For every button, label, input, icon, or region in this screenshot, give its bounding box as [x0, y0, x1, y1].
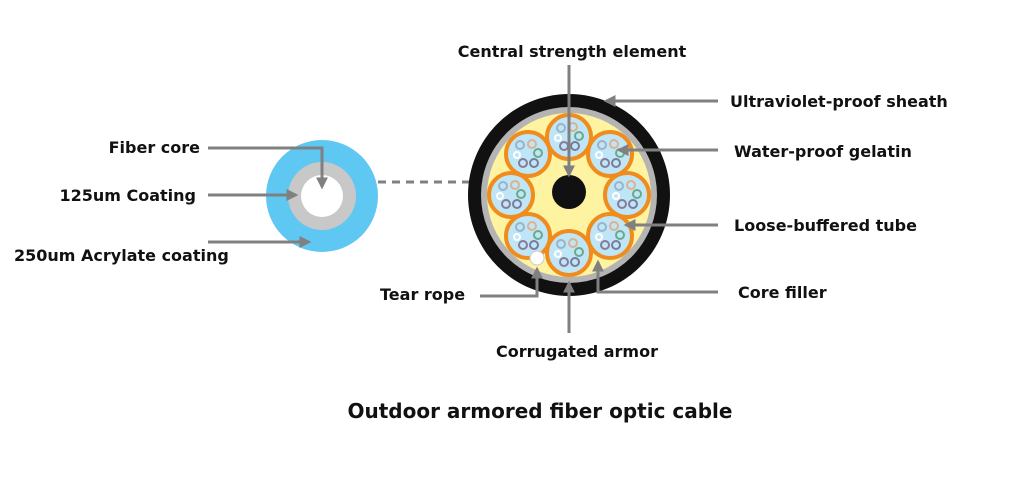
- fiber-in-tube: [609, 221, 620, 232]
- single-fiber: [266, 140, 378, 252]
- central-strength-element: [552, 175, 586, 209]
- leader-tear-rope: [480, 266, 543, 298]
- label-uv-sheath: Ultraviolet-proof sheath: [730, 92, 948, 111]
- label-250um-acrylate: 250um Acrylate coating: [14, 246, 229, 265]
- label-core-filler: Core filler: [738, 283, 827, 302]
- fiber-in-tube: [517, 240, 528, 251]
- fiber-in-tube: [574, 131, 584, 141]
- fiber-in-tube: [612, 192, 620, 200]
- tube-wall: [586, 212, 635, 261]
- fiber-in-tube: [514, 222, 525, 233]
- label-fiber-core: Fiber core: [109, 138, 201, 157]
- fiber-in-tube: [528, 240, 539, 251]
- fiber-in-tube: [617, 199, 627, 209]
- diagram-title: Outdoor armored fiber optic cable: [348, 399, 733, 423]
- fiber-in-tube: [574, 247, 584, 257]
- fiber-in-tube: [556, 123, 566, 133]
- fiber-in-tube: [570, 141, 580, 151]
- fiber-in-tube: [600, 157, 611, 168]
- fiber-in-tube: [609, 138, 620, 149]
- fiber-in-tube: [532, 147, 543, 158]
- loose-tube: [503, 129, 552, 178]
- tube-wall: [487, 171, 535, 219]
- fiber-in-tube: [595, 233, 604, 242]
- fiber-in-tube: [516, 189, 526, 199]
- fiber-in-tube: [595, 150, 604, 159]
- tube-wall: [603, 171, 651, 219]
- tube-wall: [503, 212, 552, 261]
- fiber-in-tube: [597, 222, 608, 233]
- fiber-core: [301, 175, 343, 217]
- tube-wall: [545, 229, 593, 277]
- label-water-gelatin: Water-proof gelatin: [734, 142, 912, 161]
- label-tear-rope: Tear rope: [380, 285, 465, 304]
- fiber-in-tube: [559, 257, 569, 267]
- fiber-in-tube: [528, 157, 539, 168]
- fiber-in-tube: [554, 134, 562, 142]
- fiber-in-tube: [496, 192, 504, 200]
- label-125um-coating: 125um Coating: [59, 186, 196, 205]
- fiber-in-tube: [510, 180, 520, 190]
- fiber-in-tube: [614, 181, 624, 191]
- fiber-in-tube: [600, 240, 611, 251]
- fiber-in-tube: [556, 239, 566, 249]
- fiber-in-tube: [526, 221, 537, 232]
- fiber-in-tube: [615, 230, 626, 241]
- fiber-in-tube: [512, 150, 521, 159]
- label-corrugated-armor: Corrugated armor: [496, 342, 658, 361]
- fiber-in-tube: [501, 199, 511, 209]
- loose-tube: [586, 212, 635, 261]
- fiber-in-tube: [632, 189, 642, 199]
- loose-tube: [586, 129, 635, 178]
- fiber-in-tube: [532, 230, 543, 241]
- fiber-in-tube: [554, 250, 562, 258]
- fiber-in-tube: [498, 181, 508, 191]
- fiber-in-tube: [512, 199, 522, 209]
- fiber-in-tube: [514, 139, 525, 150]
- fiber-in-tube: [526, 138, 537, 149]
- leader-core-filler: [592, 259, 718, 294]
- loose-tube: [603, 171, 651, 219]
- label-loose-tube: Loose-buffered tube: [734, 216, 917, 235]
- loose-tube: [545, 229, 593, 277]
- tube-wall: [503, 129, 552, 178]
- fiber-in-tube: [628, 199, 638, 209]
- fiber-in-tube: [512, 233, 521, 242]
- leader-fiber-core: [208, 146, 328, 190]
- fiber-in-tube: [611, 240, 622, 251]
- fiber-in-tube: [597, 139, 608, 150]
- tear-rope: [529, 250, 545, 266]
- loose-tube: [503, 212, 552, 261]
- fiber-in-tube: [517, 157, 528, 168]
- label-central-strength: Central strength element: [458, 42, 687, 61]
- fiber-in-tube: [611, 157, 622, 168]
- tube-wall: [586, 129, 635, 178]
- fiber-in-tube: [626, 180, 636, 190]
- fiber-in-tube: [568, 238, 578, 248]
- loose-tube: [487, 171, 535, 219]
- fiber-in-tube: [570, 257, 580, 267]
